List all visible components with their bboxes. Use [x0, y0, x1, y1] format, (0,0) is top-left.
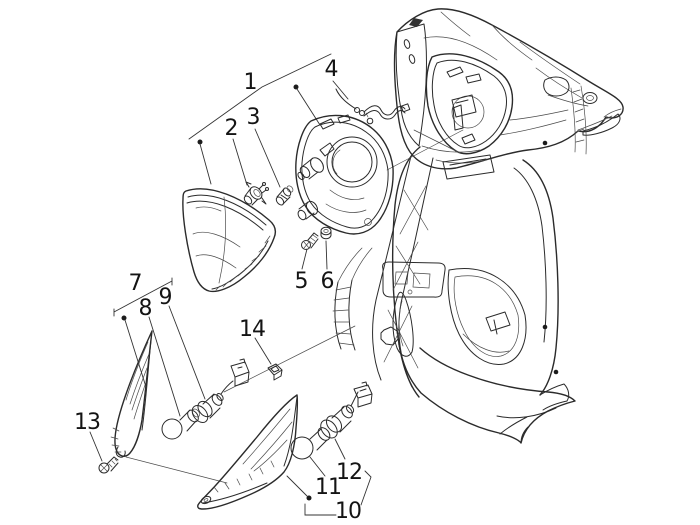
parking-light-bulb: [275, 185, 294, 206]
scooter-front-body: [125, 8, 624, 484]
left-signal-axis-line: [223, 325, 356, 393]
handlebar-cover: [393, 8, 624, 170]
callout-3: 3: [247, 105, 260, 130]
callout-5: 5: [295, 269, 308, 294]
cable-clip: [267, 363, 283, 381]
left-signal-bulb-holder: [191, 358, 250, 423]
callout-leaders: [89, 53, 372, 516]
callout-4: 4: [325, 57, 338, 82]
callout-6: 6: [321, 269, 334, 294]
callout-9: 9: [159, 285, 172, 310]
callout-12: 12: [336, 460, 362, 485]
callout-10: 10: [335, 499, 361, 524]
cover-tab: [409, 18, 423, 27]
callout-8: 8: [139, 296, 152, 321]
right-turn-signal-lens: [197, 394, 299, 510]
right-signal-bulb-holder: [320, 381, 373, 439]
left-signal-bulb: [161, 408, 200, 440]
callout-13: 13: [74, 410, 100, 435]
callout-labels: 1 2 3 4 5 6 7 8 9 10 11 12 13 14: [74, 57, 363, 524]
housing-washer: [320, 226, 332, 240]
mount-alignment-lines: [386, 129, 464, 171]
front-screw: [98, 456, 119, 474]
callout-14: 14: [239, 317, 265, 342]
callout-1: 1: [244, 70, 257, 95]
headlight-housing: [295, 114, 394, 235]
callout-2: 2: [225, 116, 238, 141]
headlight-bulb: [243, 181, 269, 206]
baseline-construction-line: [125, 456, 228, 484]
wiring-harness: [335, 88, 411, 125]
left-turn-signal-lens: [110, 330, 153, 458]
mirror-hole: [582, 92, 598, 104]
callout-7: 7: [129, 271, 142, 296]
callout-11: 11: [315, 475, 341, 500]
housing-screw: [301, 232, 319, 250]
headlight-lens: [182, 188, 277, 293]
right-signal-bulb: [290, 427, 331, 460]
front-shield: [332, 140, 576, 444]
